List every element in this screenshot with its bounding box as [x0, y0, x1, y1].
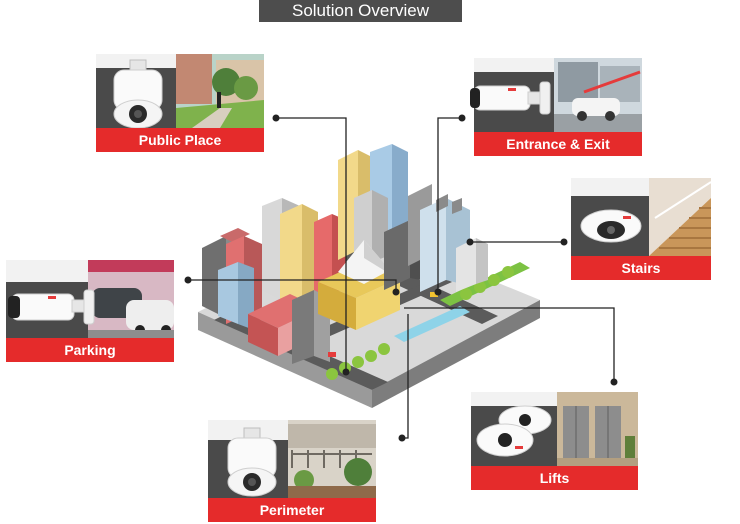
public-place-label: Public Place	[96, 128, 264, 152]
parking-label: Parking	[6, 338, 174, 362]
perimeter-label: Perimeter	[208, 498, 376, 522]
page-title: Solution Overview	[291, 1, 429, 20]
entrance-exit-label: Entrance & Exit	[474, 132, 642, 156]
card-perimeter: Perimeter	[208, 420, 376, 522]
stairs-label: Stairs	[571, 256, 711, 280]
dome-camera-icon	[580, 209, 642, 243]
marker-perimeter	[398, 434, 406, 442]
bullet-camera-icon	[470, 81, 551, 115]
card-stairs: Stairs	[571, 178, 711, 280]
speed-dome-camera-icon	[227, 427, 277, 497]
marker-stairs	[560, 238, 568, 246]
marker-entrance-exit	[458, 114, 466, 122]
marker-parking	[184, 276, 192, 284]
title-banner: Solution Overview	[259, 0, 462, 22]
card-public-place: Public Place	[96, 54, 264, 152]
flat-dome-camera-icon	[476, 405, 552, 457]
marker-lifts	[610, 378, 618, 386]
marker-public-place	[272, 114, 280, 122]
card-lifts: Lifts	[471, 392, 638, 490]
bullet-camera-icon	[8, 289, 95, 325]
card-parking: Parking	[6, 260, 174, 362]
card-entrance-exit: Entrance & Exit	[470, 58, 642, 156]
lifts-label: Lifts	[471, 466, 638, 490]
speed-dome-camera-icon	[113, 59, 163, 129]
